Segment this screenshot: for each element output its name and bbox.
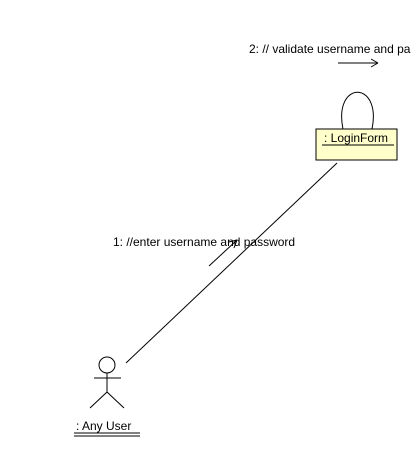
message-1-arrow (208, 239, 238, 267)
message-2-arrow (338, 58, 379, 68)
loginform-object-label: : LoginForm (324, 131, 388, 145)
message-1-label: 1: //enter username and password (113, 235, 295, 249)
actor-any-user[interactable]: : Any User (74, 356, 140, 437)
actor-label: : Any User (76, 419, 131, 433)
actor-object-link (125, 162, 338, 364)
self-link-loop (341, 91, 374, 130)
actor-stick-figure-icon (89, 356, 125, 409)
loginform-object[interactable]: : LoginForm (315, 128, 398, 161)
message-2-label: 2: // validate username and pa (249, 42, 411, 56)
